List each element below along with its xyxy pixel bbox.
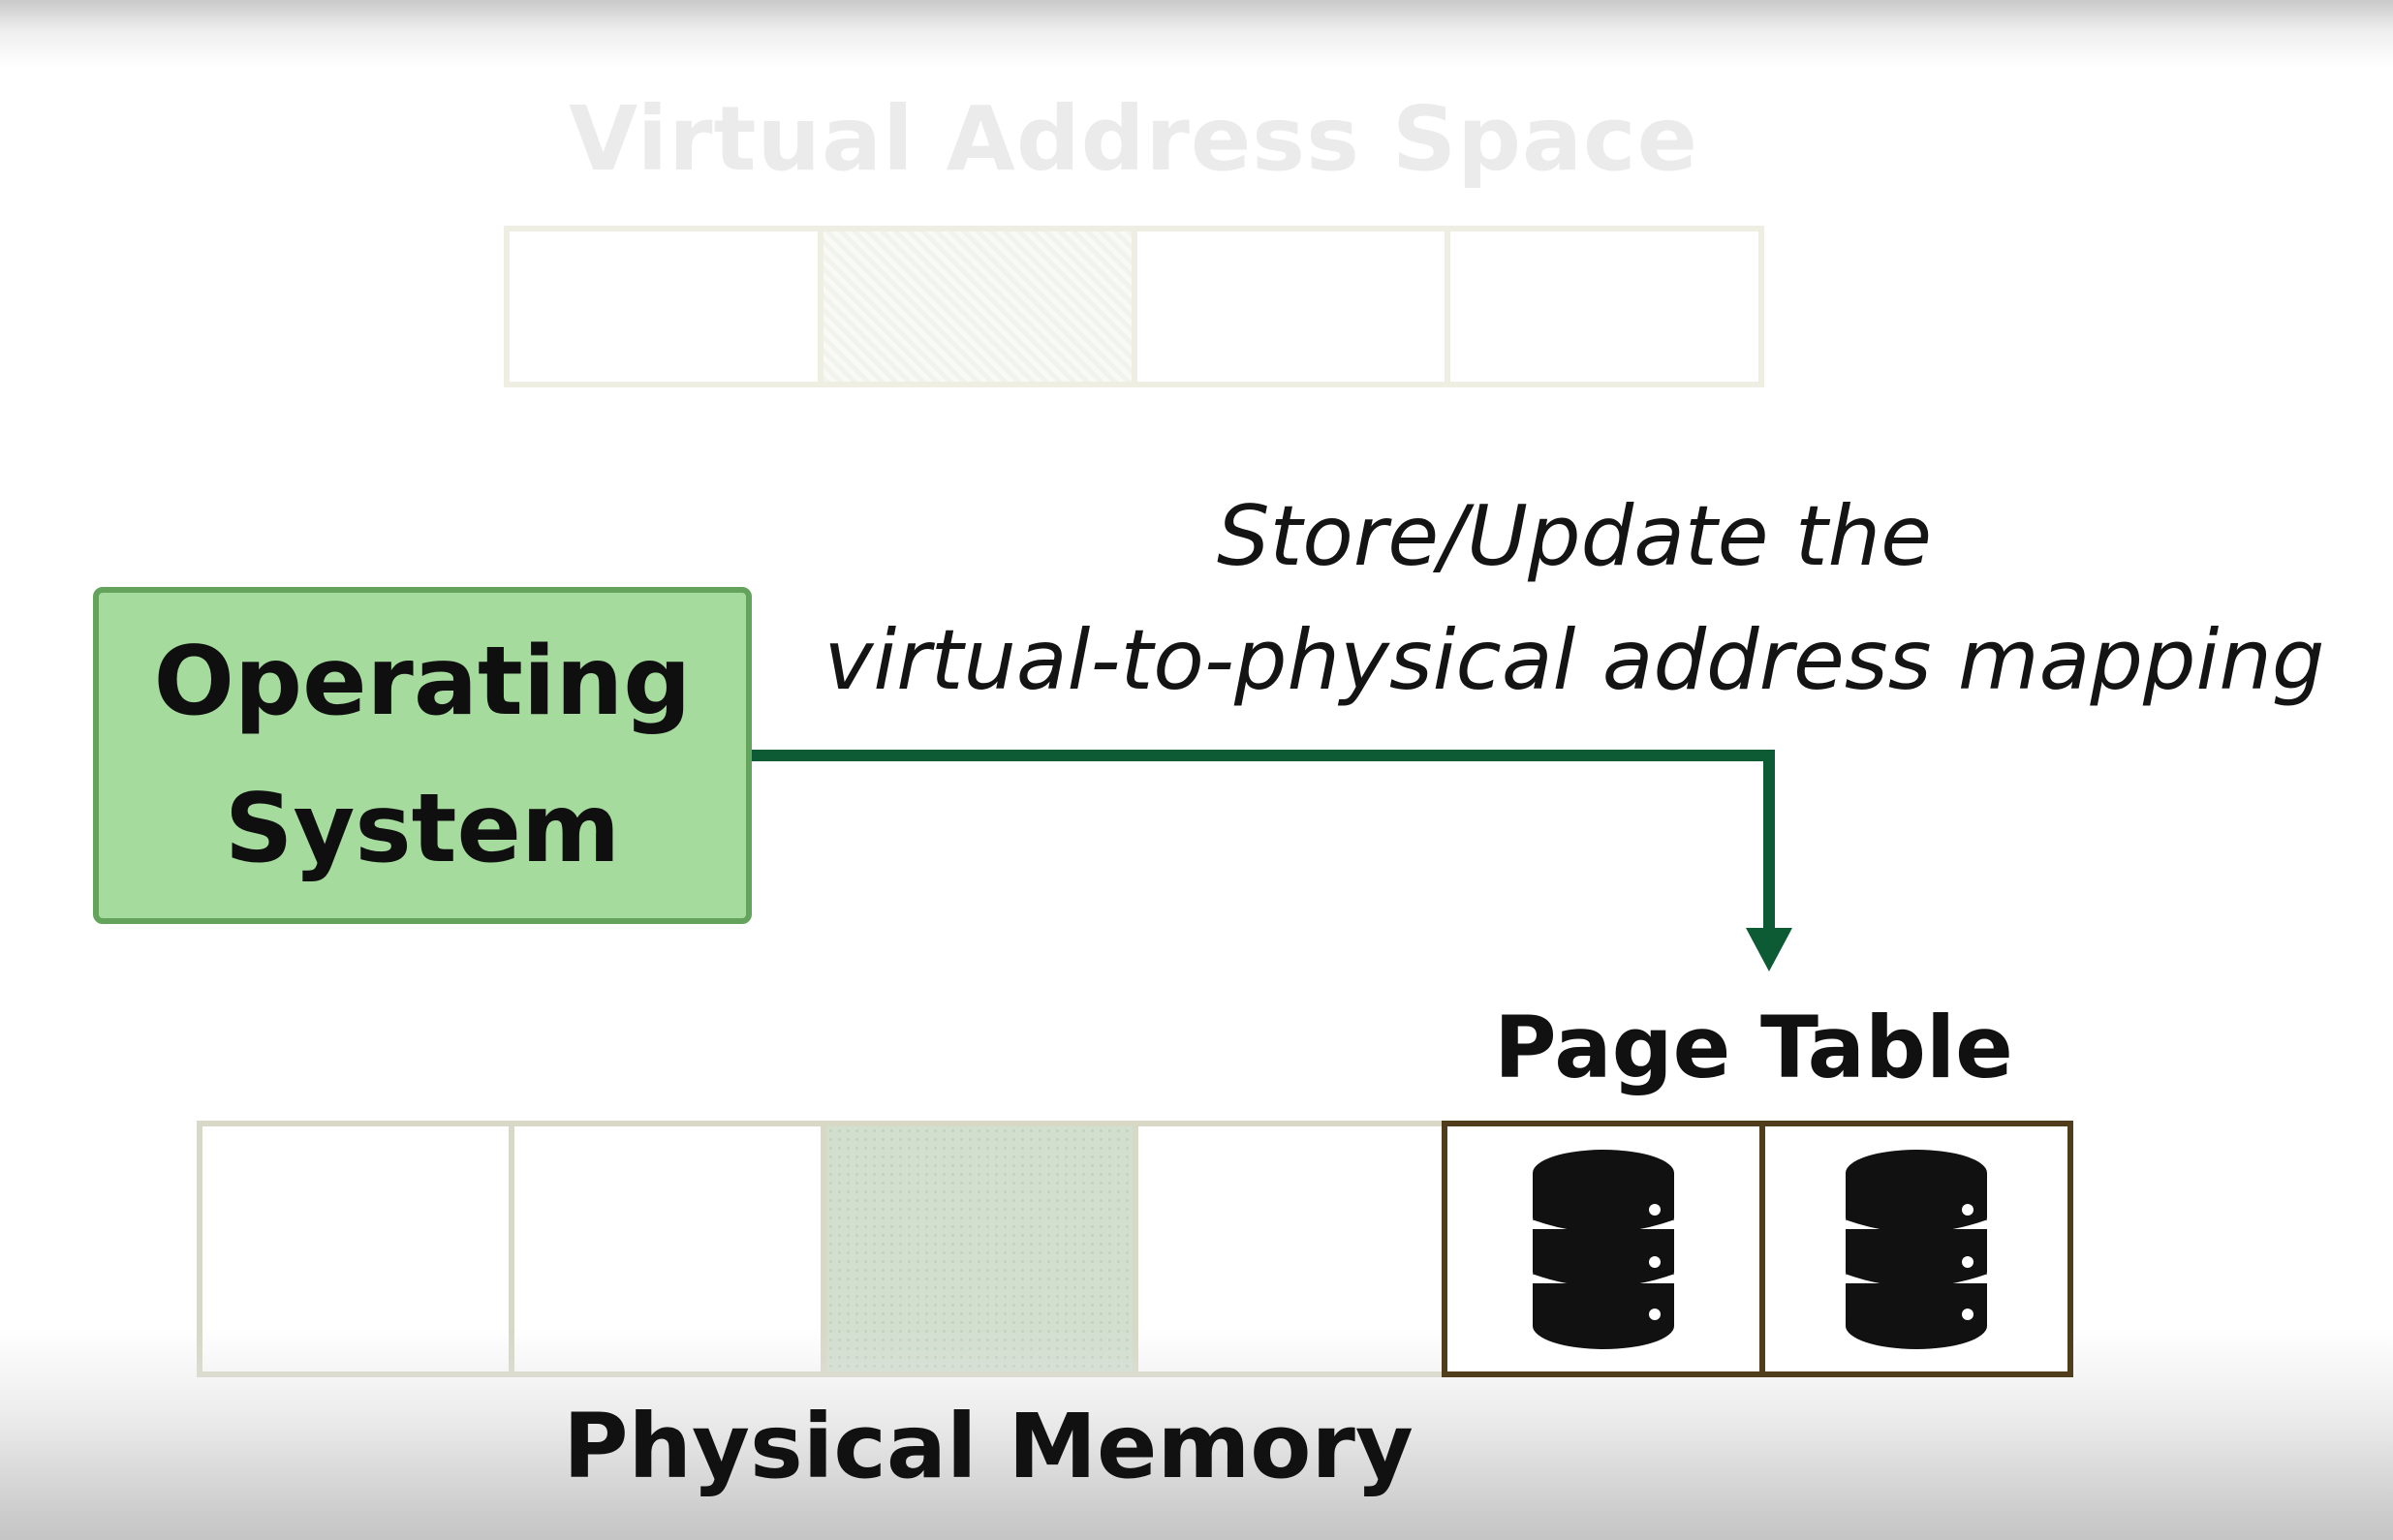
- virtual-page-4: [1445, 226, 1764, 387]
- page-table-frame-1: [1442, 1121, 1765, 1377]
- virtual-page-1: [504, 226, 824, 387]
- os-label-line-1: Operating: [153, 627, 692, 737]
- top-shadow: [0, 0, 2393, 68]
- database-icon: [1844, 1148, 1989, 1351]
- physical-memory-title: Physical Memory: [563, 1395, 1414, 1498]
- os-label-line-2: System: [224, 774, 621, 884]
- mapping-annotation: Store/Update the virtual-to-physical add…: [765, 475, 2383, 723]
- virtual-page-2: [817, 226, 1137, 387]
- arrow-head: [1746, 928, 1792, 971]
- annotation-line-1: Store/Update the: [1216, 488, 1933, 585]
- virtual-address-space-title: Virtual Address Space: [569, 87, 1698, 191]
- operating-system-box: Operating System: [93, 587, 752, 924]
- page-table-title: Page Table: [1494, 998, 2013, 1097]
- database-icon: [1531, 1148, 1676, 1351]
- page-table-frame-2: [1759, 1121, 2073, 1377]
- arrow-line: [752, 750, 1775, 930]
- annotation-line-2: virtual-to-physical address mapping: [824, 612, 2325, 709]
- virtual-address-space-row: [504, 226, 1764, 387]
- virtual-page-3: [1131, 226, 1451, 387]
